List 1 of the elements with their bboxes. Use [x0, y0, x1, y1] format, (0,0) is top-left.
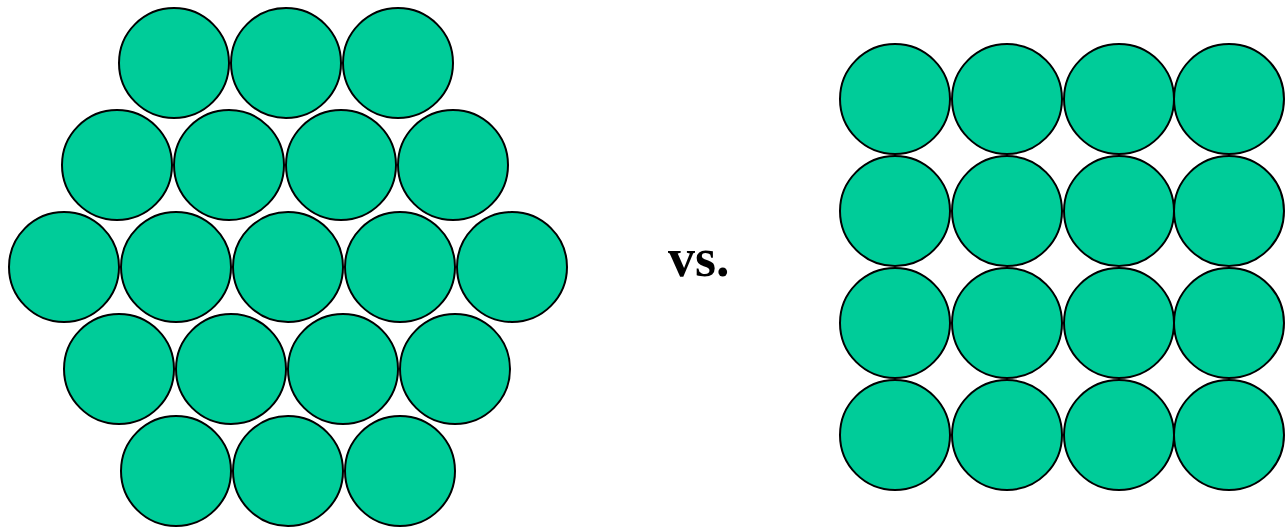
comparison-label: vs. — [668, 228, 730, 288]
